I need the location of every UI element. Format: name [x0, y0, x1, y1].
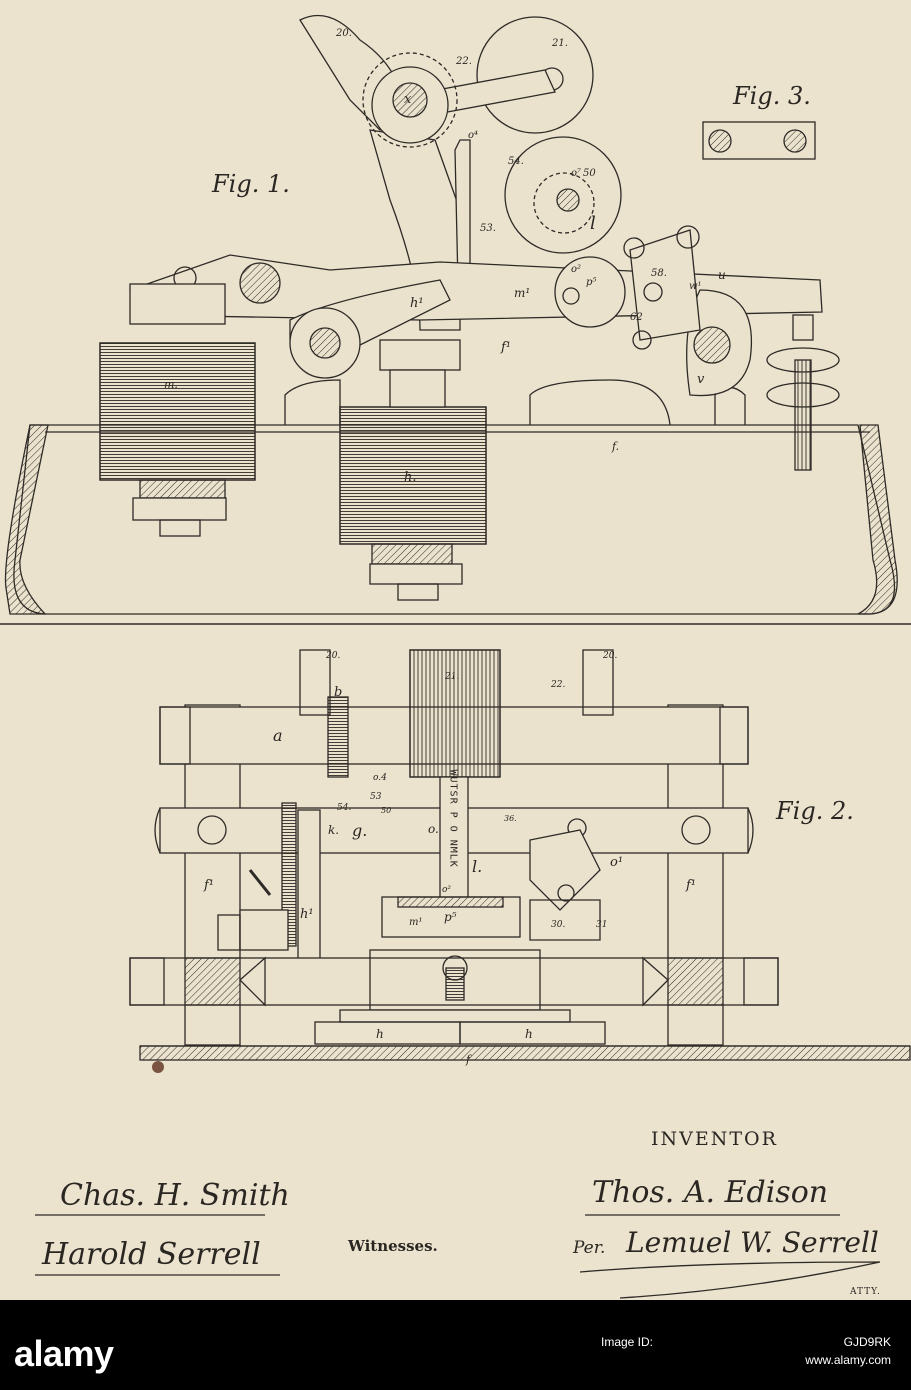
part-label: b — [334, 685, 342, 700]
part-label: 31 — [596, 920, 607, 930]
part-label: l — [590, 213, 596, 234]
part-label: 53. — [480, 223, 496, 234]
part-label: f — [466, 1053, 470, 1066]
part-label: h — [376, 1027, 384, 1041]
part-label: 54. — [337, 803, 351, 813]
ink-stain — [152, 1061, 164, 1073]
witnesses-label: Witnesses. — [348, 1237, 438, 1255]
attorney-prefix: Per. — [573, 1238, 605, 1258]
part-label: m¹ — [409, 917, 423, 928]
attorney-suffix: ATTY. — [850, 1287, 881, 1297]
image-id-row: Image ID: GJD9RK — [601, 1333, 891, 1351]
image-id-label: Image ID: — [601, 1333, 653, 1351]
part-label: o² — [571, 264, 581, 275]
alamy-url[interactable]: www.alamy.com — [805, 1351, 891, 1369]
inventor-heading: INVENTOR — [651, 1128, 778, 1150]
part-label: f¹ — [686, 878, 696, 893]
part-label: 21. — [552, 38, 568, 49]
part-label: 20. — [326, 651, 340, 661]
patent-drawing — [0, 0, 911, 1300]
part-label: 22. — [456, 56, 472, 67]
patent-drawing-sheet: Fig. 1. Fig. 2. Fig. 3. 20. 22. 21. x o⁴… — [0, 0, 911, 1300]
part-label: h — [525, 1027, 533, 1041]
stock-photo-footer: alamy Image ID: GJD9RK www.alamy.com — [0, 1300, 911, 1390]
part-label: 54. — [508, 156, 524, 167]
part-label: 50 — [583, 168, 596, 179]
witness-signature-2: Harold Serrell — [42, 1237, 261, 1272]
part-label: 21. — [445, 672, 459, 682]
part-label: u — [718, 268, 726, 282]
part-label: l. — [472, 857, 482, 876]
part-label: 50 — [381, 806, 391, 815]
part-label: 22. — [551, 680, 565, 690]
image-id: GJD9RK — [844, 1333, 891, 1351]
part-label: 36. — [504, 814, 517, 823]
part-label: 20. — [336, 28, 352, 39]
type-wheel-letters: WUTSR P O NMLK — [448, 770, 459, 910]
alamy-logo: alamy — [14, 1333, 114, 1375]
image-info: Image ID: GJD9RK www.alamy.com — [601, 1333, 891, 1369]
part-label: f. — [612, 440, 619, 453]
part-label: 30. — [551, 920, 565, 930]
part-label: m. — [164, 378, 178, 391]
part-label: p⁵ — [444, 910, 457, 924]
part-label: 20. — [603, 651, 617, 661]
part-label: v — [697, 372, 704, 387]
part-label: 62 — [630, 312, 643, 323]
figure-2-drawing — [130, 650, 910, 1060]
part-label: o.4 — [373, 773, 387, 783]
part-label: k. — [328, 823, 339, 837]
part-label: h. — [404, 470, 417, 485]
part-label: x — [404, 92, 411, 107]
attorney-signature: Lemuel W. Serrell — [626, 1226, 879, 1259]
part-label: o¹ — [610, 855, 623, 870]
part-label: 58. — [651, 268, 667, 279]
part-label: o. — [428, 822, 439, 836]
part-label: 53 — [370, 792, 381, 802]
part-label: h¹ — [410, 296, 424, 311]
url-row: www.alamy.com — [601, 1351, 891, 1369]
part-label: m¹ — [514, 286, 530, 300]
part-label: w¹ — [689, 281, 702, 292]
part-label: f¹ — [204, 878, 214, 893]
part-label: f¹ — [501, 340, 511, 355]
figure-1-label: Fig. 1. — [212, 170, 290, 198]
figure-2-label: Fig. 2. — [776, 797, 854, 825]
figure-3-label: Fig. 3. — [733, 82, 811, 110]
part-label: g. — [352, 821, 367, 840]
part-label: h¹ — [300, 907, 314, 922]
inventor-signature: Thos. A. Edison — [592, 1175, 828, 1210]
part-label: o⁴ — [468, 130, 478, 141]
part-label: a — [273, 726, 283, 745]
part-label: o⁷ — [571, 168, 581, 179]
witness-signature-1: Chas. H. Smith — [60, 1178, 290, 1213]
part-label: p⁵ — [586, 277, 596, 288]
